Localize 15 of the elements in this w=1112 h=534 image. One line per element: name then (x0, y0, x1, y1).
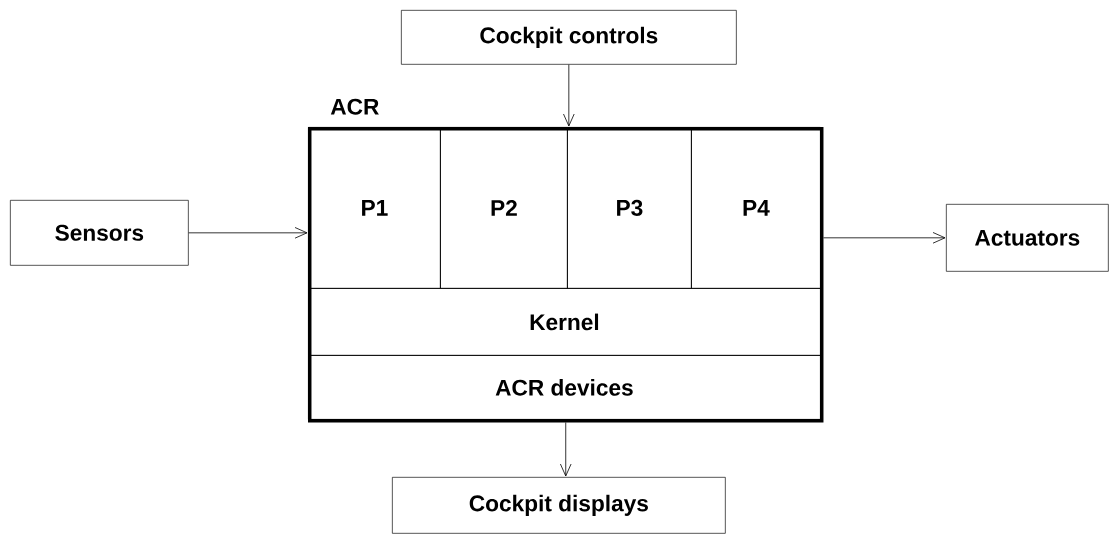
arrow (188, 227, 308, 239)
process-box: Cockpit displays (392, 477, 726, 534)
partition-cell: P2 (440, 127, 568, 289)
process-box: Actuators (946, 204, 1109, 272)
process-box: Cockpit controls (401, 10, 737, 65)
layer-box: Kernel (308, 288, 821, 356)
partition-cell: P3 (567, 127, 692, 289)
partition-cell: P1 (308, 127, 441, 289)
layer-box: ACR devices (308, 355, 821, 420)
arrow (823, 232, 946, 244)
arrow (560, 422, 572, 477)
process-box: Sensors (10, 200, 189, 266)
partition-cell: P4 (691, 127, 821, 289)
arrow (563, 64, 575, 127)
node-label: ACR (330, 98, 379, 115)
